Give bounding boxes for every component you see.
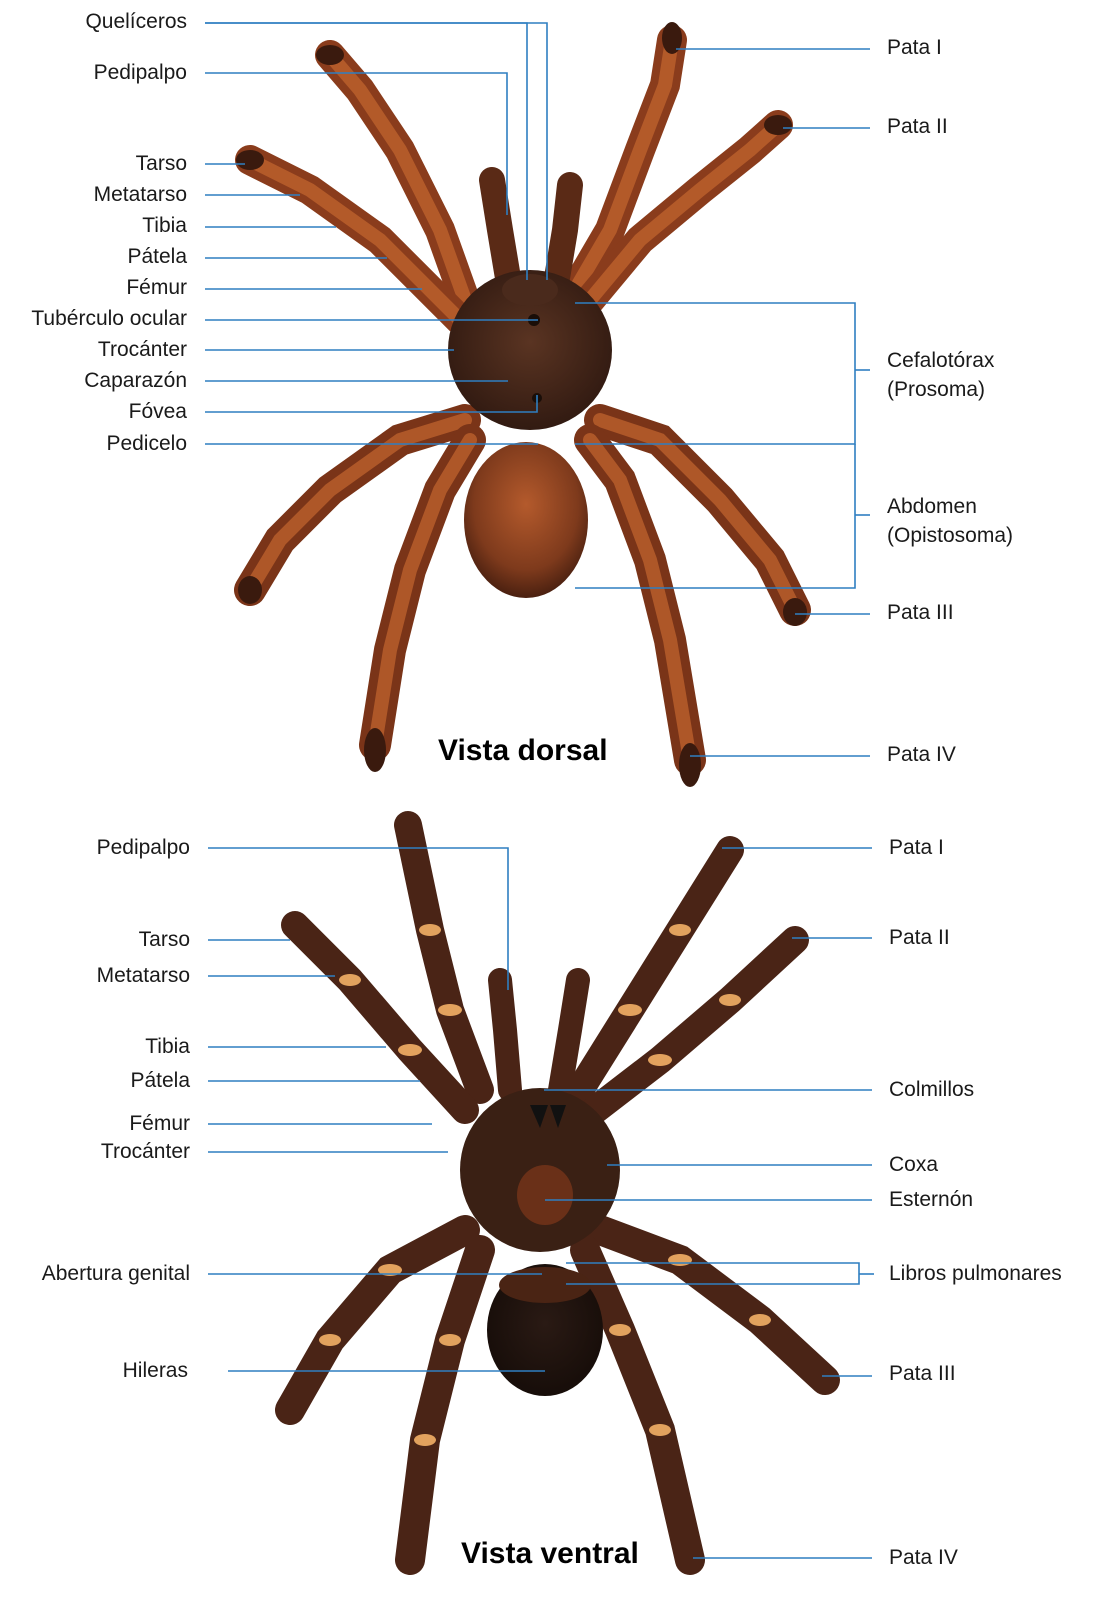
label-trocanter-dorsal: Trocánter (98, 337, 187, 363)
label-pata-iv-ventral: Pata IV (889, 1545, 958, 1571)
label-patela-ventral: Pátela (130, 1068, 190, 1094)
label-colmillos: Colmillos (889, 1077, 974, 1103)
label-fovea: Fóvea (129, 399, 187, 425)
label-prosoma: (Prosoma) (887, 377, 985, 403)
label-metatarso-dorsal: Metatarso (94, 182, 187, 208)
label-coxa: Coxa (889, 1152, 938, 1178)
ventral-spider-illustration (290, 825, 825, 1560)
label-pata-ii-ventral: Pata II (889, 925, 950, 951)
label-abdomen: Abdomen (887, 494, 977, 520)
label-pata-iii-ventral: Pata III (889, 1361, 956, 1387)
label-abertura-genital: Abertura genital (42, 1261, 190, 1287)
label-femur-dorsal: Fémur (126, 275, 187, 301)
label-esternon: Esternón (889, 1187, 973, 1213)
label-tarso-dorsal: Tarso (136, 151, 187, 177)
label-queliceros-dorsal: Quelíceros (85, 9, 187, 35)
label-pedipalpo-ventral: Pedipalpo (97, 835, 190, 861)
label-metatarso-ventral: Metatarso (97, 963, 190, 989)
label-tibia-dorsal: Tibia (142, 213, 187, 239)
dorsal-spider-illustration (236, 22, 807, 787)
label-pata-iii-dorsal: Pata III (887, 600, 954, 626)
title-vista-dorsal: Vista dorsal (438, 733, 608, 769)
label-pedipalpo-dorsal: Pedipalpo (94, 60, 187, 86)
label-trocanter-ventral: Trocánter (101, 1139, 190, 1165)
label-pata-iv-dorsal: Pata IV (887, 742, 956, 768)
label-tarso-ventral: Tarso (139, 927, 190, 953)
label-libros-pulmonares: Libros pulmonares (889, 1261, 1062, 1287)
label-pata-i-ventral: Pata I (889, 835, 944, 861)
label-pata-i-dorsal: Pata I (887, 35, 942, 61)
label-cefalotorax: Cefalotórax (887, 348, 994, 374)
label-pata-ii-dorsal: Pata II (887, 114, 948, 140)
label-patela-dorsal: Pátela (127, 244, 187, 270)
label-hileras: Hileras (123, 1358, 188, 1384)
label-tibia-ventral: Tibia (145, 1034, 190, 1060)
label-opistosoma: (Opistosoma) (887, 523, 1013, 549)
title-vista-ventral: Vista ventral (461, 1536, 639, 1572)
label-caparazon: Caparazón (84, 368, 187, 394)
label-tuberculo-ocular: Tubérculo ocular (31, 306, 187, 332)
label-femur-ventral: Fémur (129, 1111, 190, 1137)
label-pedicelo: Pedicelo (106, 431, 187, 457)
